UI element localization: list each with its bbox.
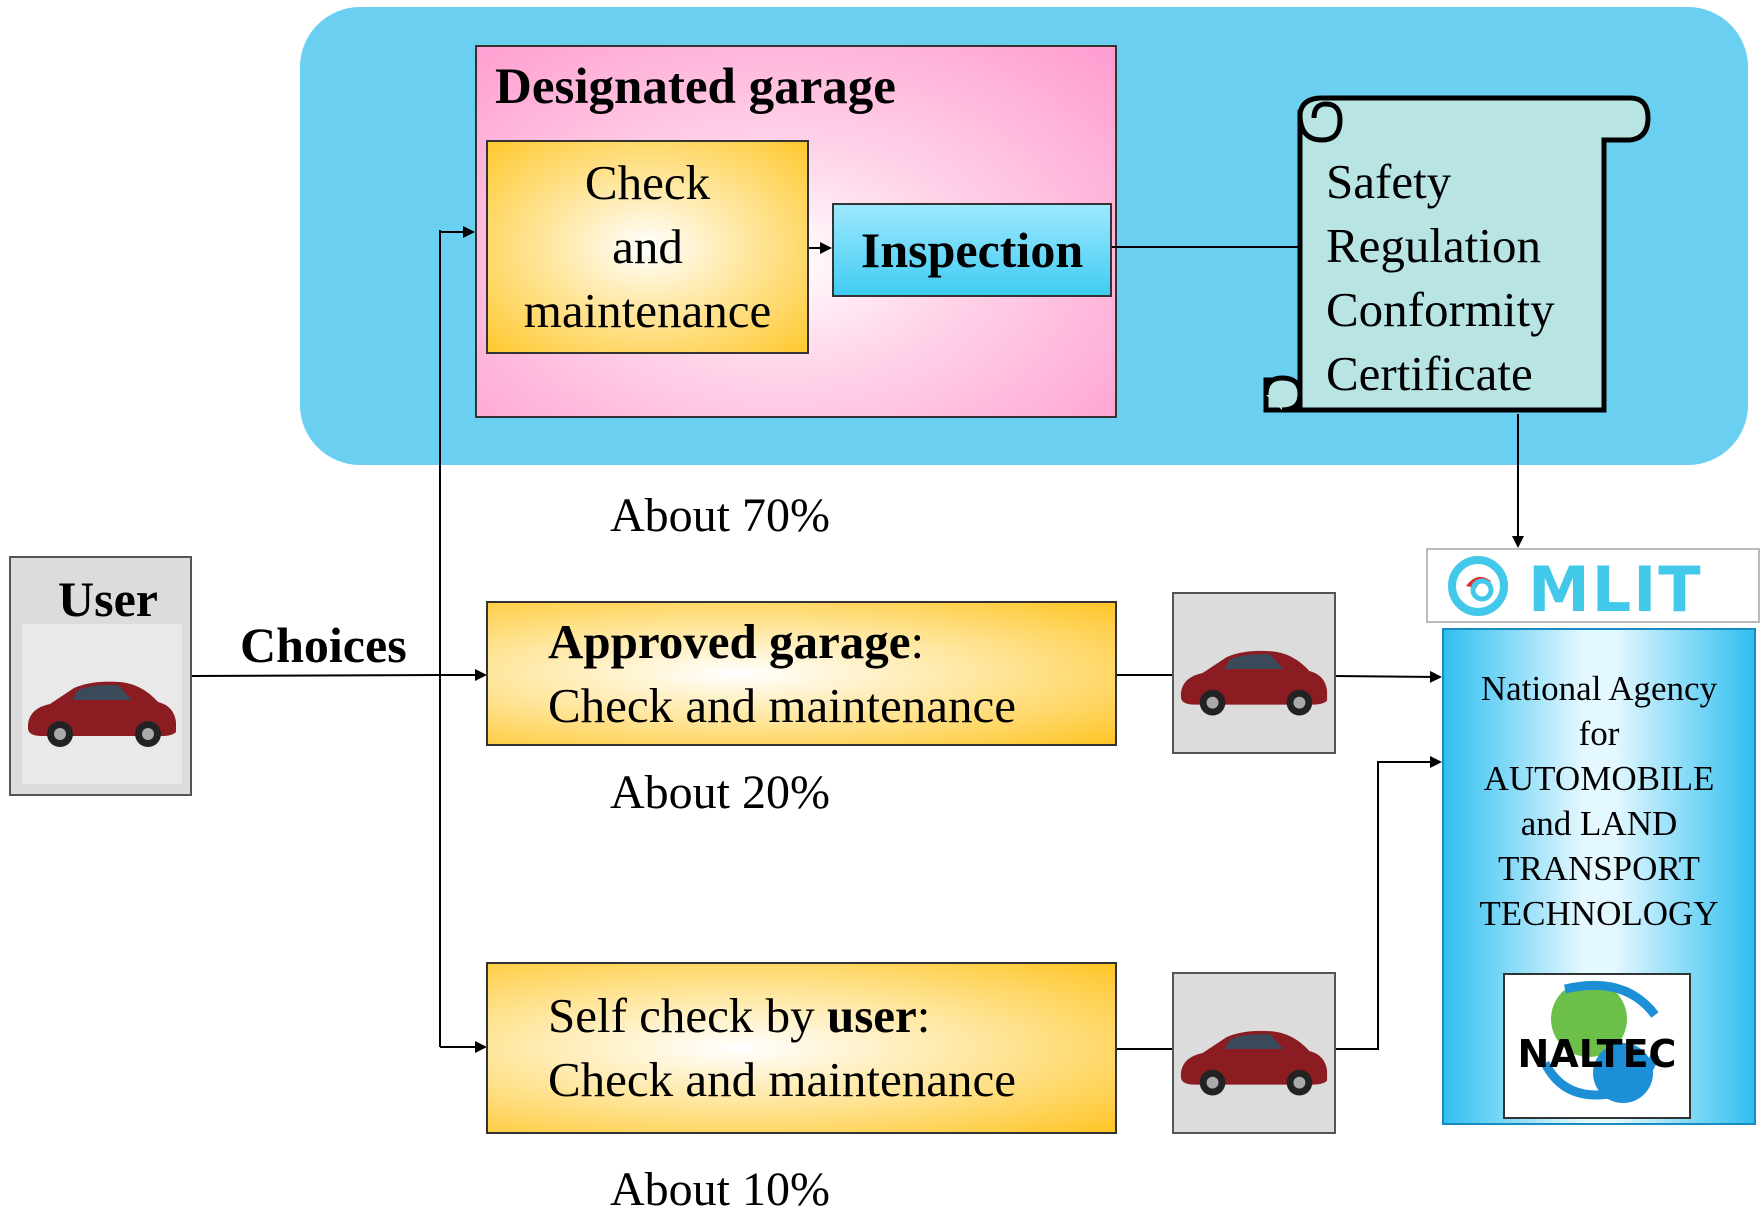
self-car-photo [1172, 972, 1336, 1134]
approved-garage-subtitle: Check and maintenance [548, 677, 1017, 733]
user-car-photo [22, 624, 182, 784]
share-approved: About 20% [610, 766, 830, 819]
share-designated: About 70% [610, 489, 830, 542]
mlit-logo-icon [1448, 556, 1508, 616]
certificate-line-1: Safety [1326, 154, 1452, 209]
car-icon [28, 681, 176, 747]
self-check-title: Self check by user: [548, 988, 931, 1043]
user-connector-line [191, 674, 441, 677]
inspection-box: Inspection [832, 203, 1112, 297]
certificate-line-4: Certificate [1326, 346, 1533, 401]
self-check-subtitle: Check and maintenance [548, 1052, 1017, 1107]
certificate-scroll [1263, 95, 1651, 413]
self-check-box: Self check by user: Check and maintenanc… [486, 962, 1117, 1134]
car-icon [1180, 1030, 1328, 1096]
agency-line-3: AUTOMOBILE [1483, 759, 1715, 798]
agency-line-6: TECHNOLOGY [1479, 894, 1719, 933]
check-and-maintenance-box: Check and maintenance [486, 140, 809, 354]
agency-line-4: and LAND [1520, 804, 1678, 843]
car-icon [1180, 650, 1328, 716]
agency-line-2: for [1578, 714, 1620, 753]
approved-garage-box: Approved garage: Check and maintenance [486, 601, 1117, 746]
mlit-logo-text: MLIT [1528, 553, 1703, 626]
agency-line-1: National Agency [1480, 669, 1718, 708]
agency-name: National Agency for AUTOMOBILE and LAND … [1442, 666, 1756, 936]
designated-garage-title: Designated garage [495, 59, 896, 115]
naltec-logo-text: NALTEC [1517, 1032, 1677, 1076]
certificate-line-3: Conformity [1326, 282, 1555, 337]
arrow-car-to-agency-1 [1333, 670, 1442, 683]
choices-label: Choices [240, 617, 407, 673]
approved-garage-title: Approved garage: [548, 613, 925, 669]
approved-car-photo [1172, 592, 1336, 754]
user-label: User [58, 571, 158, 627]
arrow-car-to-agency-2 [1334, 756, 1442, 1050]
inspection-label: Inspection [860, 222, 1084, 278]
share-self: About 10% [610, 1163, 830, 1214]
certificate-text: Safety Regulation Conformity Certificate [1326, 150, 1555, 406]
naltec-logo-icon [1540, 980, 1660, 1103]
check-line-1: Check [584, 155, 711, 210]
certificate-line-2: Regulation [1326, 218, 1542, 273]
check-line-3: maintenance [523, 283, 772, 338]
agency-line-5: TRANSPORT [1497, 849, 1701, 888]
check-line-2: and [612, 219, 683, 274]
